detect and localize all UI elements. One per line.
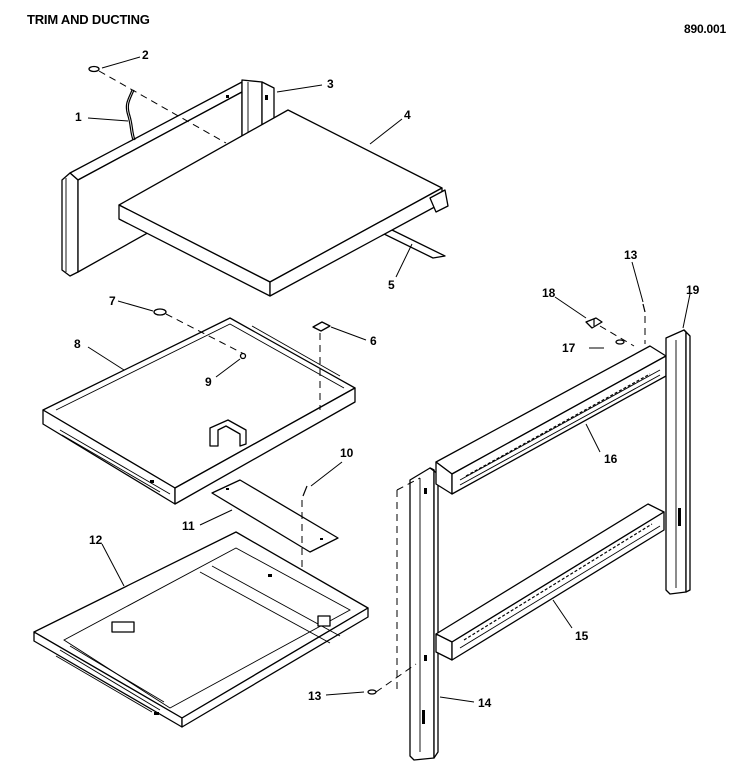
part-4-top-cover xyxy=(118,109,449,297)
callout-2: 2 xyxy=(142,48,149,62)
callout-4: 4 xyxy=(404,108,411,122)
assembly-line-13-lower xyxy=(375,663,417,693)
part-11-plate xyxy=(211,479,339,553)
part-1-wire xyxy=(125,89,136,141)
callout-9: 9 xyxy=(205,375,212,389)
callout-8: 8 xyxy=(74,337,81,351)
callout-16: 16 xyxy=(604,452,618,466)
callout-10: 10 xyxy=(340,446,354,460)
callout-14: 14 xyxy=(478,696,492,710)
part-6-clip xyxy=(312,321,331,332)
part-14-left-rail xyxy=(409,467,439,761)
part-7-fastener xyxy=(153,308,167,316)
leader-lines xyxy=(87,56,691,703)
part-5-support-bar xyxy=(379,229,446,259)
callout-7: 7 xyxy=(109,294,116,308)
part-8-tray xyxy=(42,317,356,505)
assembly-line-2 xyxy=(98,70,227,144)
assembly-line-18 xyxy=(599,325,635,347)
callout-1: 1 xyxy=(75,110,82,124)
part-16-upper-trim xyxy=(435,345,667,495)
callout-17: 17 xyxy=(562,341,576,355)
part-2-screw xyxy=(88,65,100,73)
callout-labels: 1 2 3 4 5 6 7 8 9 10 11 12 13 13 14 15 1… xyxy=(74,48,700,710)
part-13-screw-lower xyxy=(367,689,377,695)
callout-18: 18 xyxy=(542,286,556,300)
callout-12: 12 xyxy=(89,533,103,547)
assembly-line-7 xyxy=(165,313,245,355)
document-number: 890.001 xyxy=(684,22,726,36)
callout-5: 5 xyxy=(388,278,395,292)
part-10-screw xyxy=(302,485,308,497)
callout-6: 6 xyxy=(370,334,377,348)
callout-19: 19 xyxy=(686,283,700,297)
part-17-screw xyxy=(615,339,625,345)
part-12-bottom-frame xyxy=(33,531,369,728)
callout-3: 3 xyxy=(327,77,334,91)
assembly-line-14b xyxy=(396,477,421,491)
callout-13-lower: 13 xyxy=(308,689,322,703)
part-13-screw-upper xyxy=(642,303,646,313)
callout-11: 11 xyxy=(182,519,195,533)
part-9-screw xyxy=(239,352,247,360)
callout-15: 15 xyxy=(575,629,589,643)
callout-13-upper: 13 xyxy=(624,248,638,262)
part-19-right-rail xyxy=(665,329,691,595)
part-18-bracket xyxy=(585,317,603,329)
diagram-title: TRIM AND DUCTING xyxy=(27,12,150,27)
part-15-lower-trim xyxy=(435,503,665,661)
